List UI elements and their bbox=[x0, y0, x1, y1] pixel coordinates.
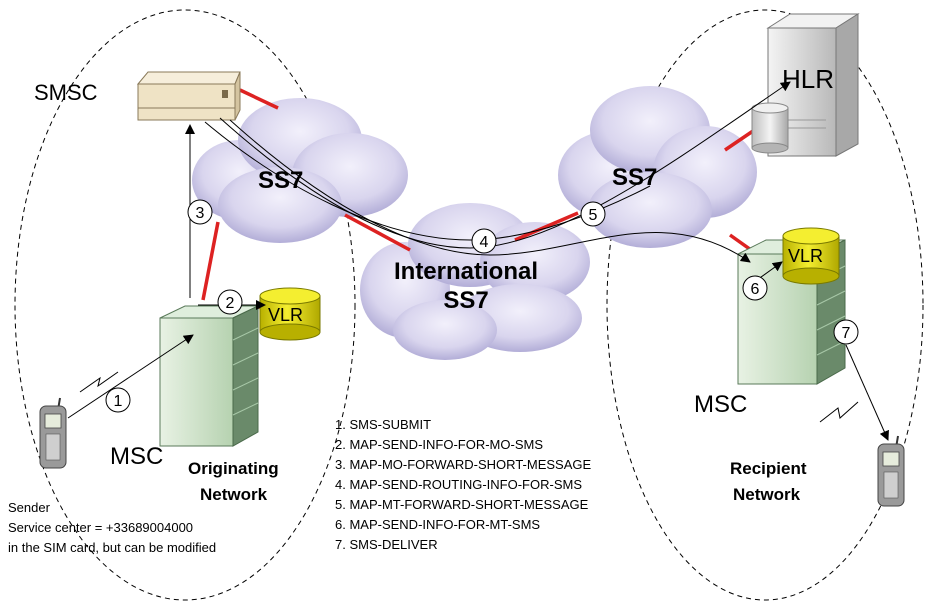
international-label-line1: International bbox=[394, 258, 538, 285]
step-4-label: 4 bbox=[480, 234, 489, 251]
msc-right-label: MSC bbox=[694, 391, 747, 418]
international-label-line2: SS7 bbox=[443, 287, 488, 314]
smsc-server bbox=[136, 71, 241, 121]
message-2: 2. MAP-SEND-INFO-FOR-MO-SMS bbox=[335, 437, 543, 452]
recipient-network-boundary bbox=[606, 9, 924, 601]
step-6-label: 6 bbox=[751, 281, 760, 298]
message-flow-arrows bbox=[67, 81, 889, 441]
msc-left-label: MSC bbox=[110, 443, 163, 470]
sender-note-line3: in the SIM card, but can be modified bbox=[8, 540, 216, 555]
step-7-label: 7 bbox=[842, 325, 851, 342]
sender-note-line2: Service center = +33689004000 bbox=[8, 520, 193, 535]
message-7: 7. SMS-DELIVER bbox=[335, 537, 438, 552]
recipient-phone-icon bbox=[877, 435, 905, 507]
recipient-network-label-line2: Network bbox=[733, 485, 801, 504]
message-legend: 1. SMS-SUBMIT 2. MAP-SEND-INFO-FOR-MO-SM… bbox=[335, 417, 591, 552]
originating-network-label-line2: Network bbox=[200, 485, 268, 504]
step-5-label: 5 bbox=[589, 207, 598, 224]
radio-link-right-icon bbox=[819, 401, 859, 423]
step-marker-5: 5 bbox=[580, 201, 606, 227]
step-marker-1: 1 bbox=[105, 387, 131, 413]
msc-left-rack bbox=[159, 305, 259, 447]
originating-network-boundary bbox=[14, 9, 356, 601]
radio-link-left-icon bbox=[79, 371, 119, 393]
vlr-left-label: VLR bbox=[268, 305, 303, 325]
message-4: 4. MAP-SEND-ROUTING-INFO-FOR-SMS bbox=[335, 477, 582, 492]
ss7-cloud-right bbox=[558, 86, 757, 248]
ss7-right-label: SS7 bbox=[612, 164, 657, 191]
message-1: 1. SMS-SUBMIT bbox=[335, 417, 431, 432]
hlr-disk-icon bbox=[751, 102, 789, 154]
international-ss7-cloud bbox=[360, 203, 590, 360]
originating-network-label-line1: Originating bbox=[188, 459, 279, 478]
step-marker-4: 4 bbox=[471, 228, 497, 254]
smsc-label: SMSC bbox=[34, 80, 98, 105]
ss7-left-label: SS7 bbox=[258, 167, 303, 194]
sender-note: Sender Service center = +33689004000 in … bbox=[8, 500, 216, 555]
vlr-left-database bbox=[259, 287, 321, 341]
sender-note-line1: Sender bbox=[8, 500, 51, 515]
sender-phone-icon bbox=[39, 397, 67, 469]
hlr-label: HLR bbox=[782, 64, 834, 94]
vlr-right-label: VLR bbox=[788, 246, 823, 266]
step-3-label: 3 bbox=[196, 205, 205, 222]
recipient-network-label-line1: Recipient bbox=[730, 459, 807, 478]
step-1-label: 1 bbox=[114, 393, 123, 410]
step-marker-6: 6 bbox=[742, 275, 768, 301]
step-marker-3: 3 bbox=[187, 199, 213, 225]
message-6: 6. MAP-SEND-INFO-FOR-MT-SMS bbox=[335, 517, 540, 532]
message-5: 5. MAP-MT-FORWARD-SHORT-MESSAGE bbox=[335, 497, 589, 512]
step-marker-7: 7 bbox=[833, 319, 859, 345]
step-2-label: 2 bbox=[226, 295, 235, 312]
vlr-right-database bbox=[782, 227, 840, 285]
message-3: 3. MAP-MO-FORWARD-SHORT-MESSAGE bbox=[335, 457, 591, 472]
step-marker-2: 2 bbox=[217, 289, 243, 315]
